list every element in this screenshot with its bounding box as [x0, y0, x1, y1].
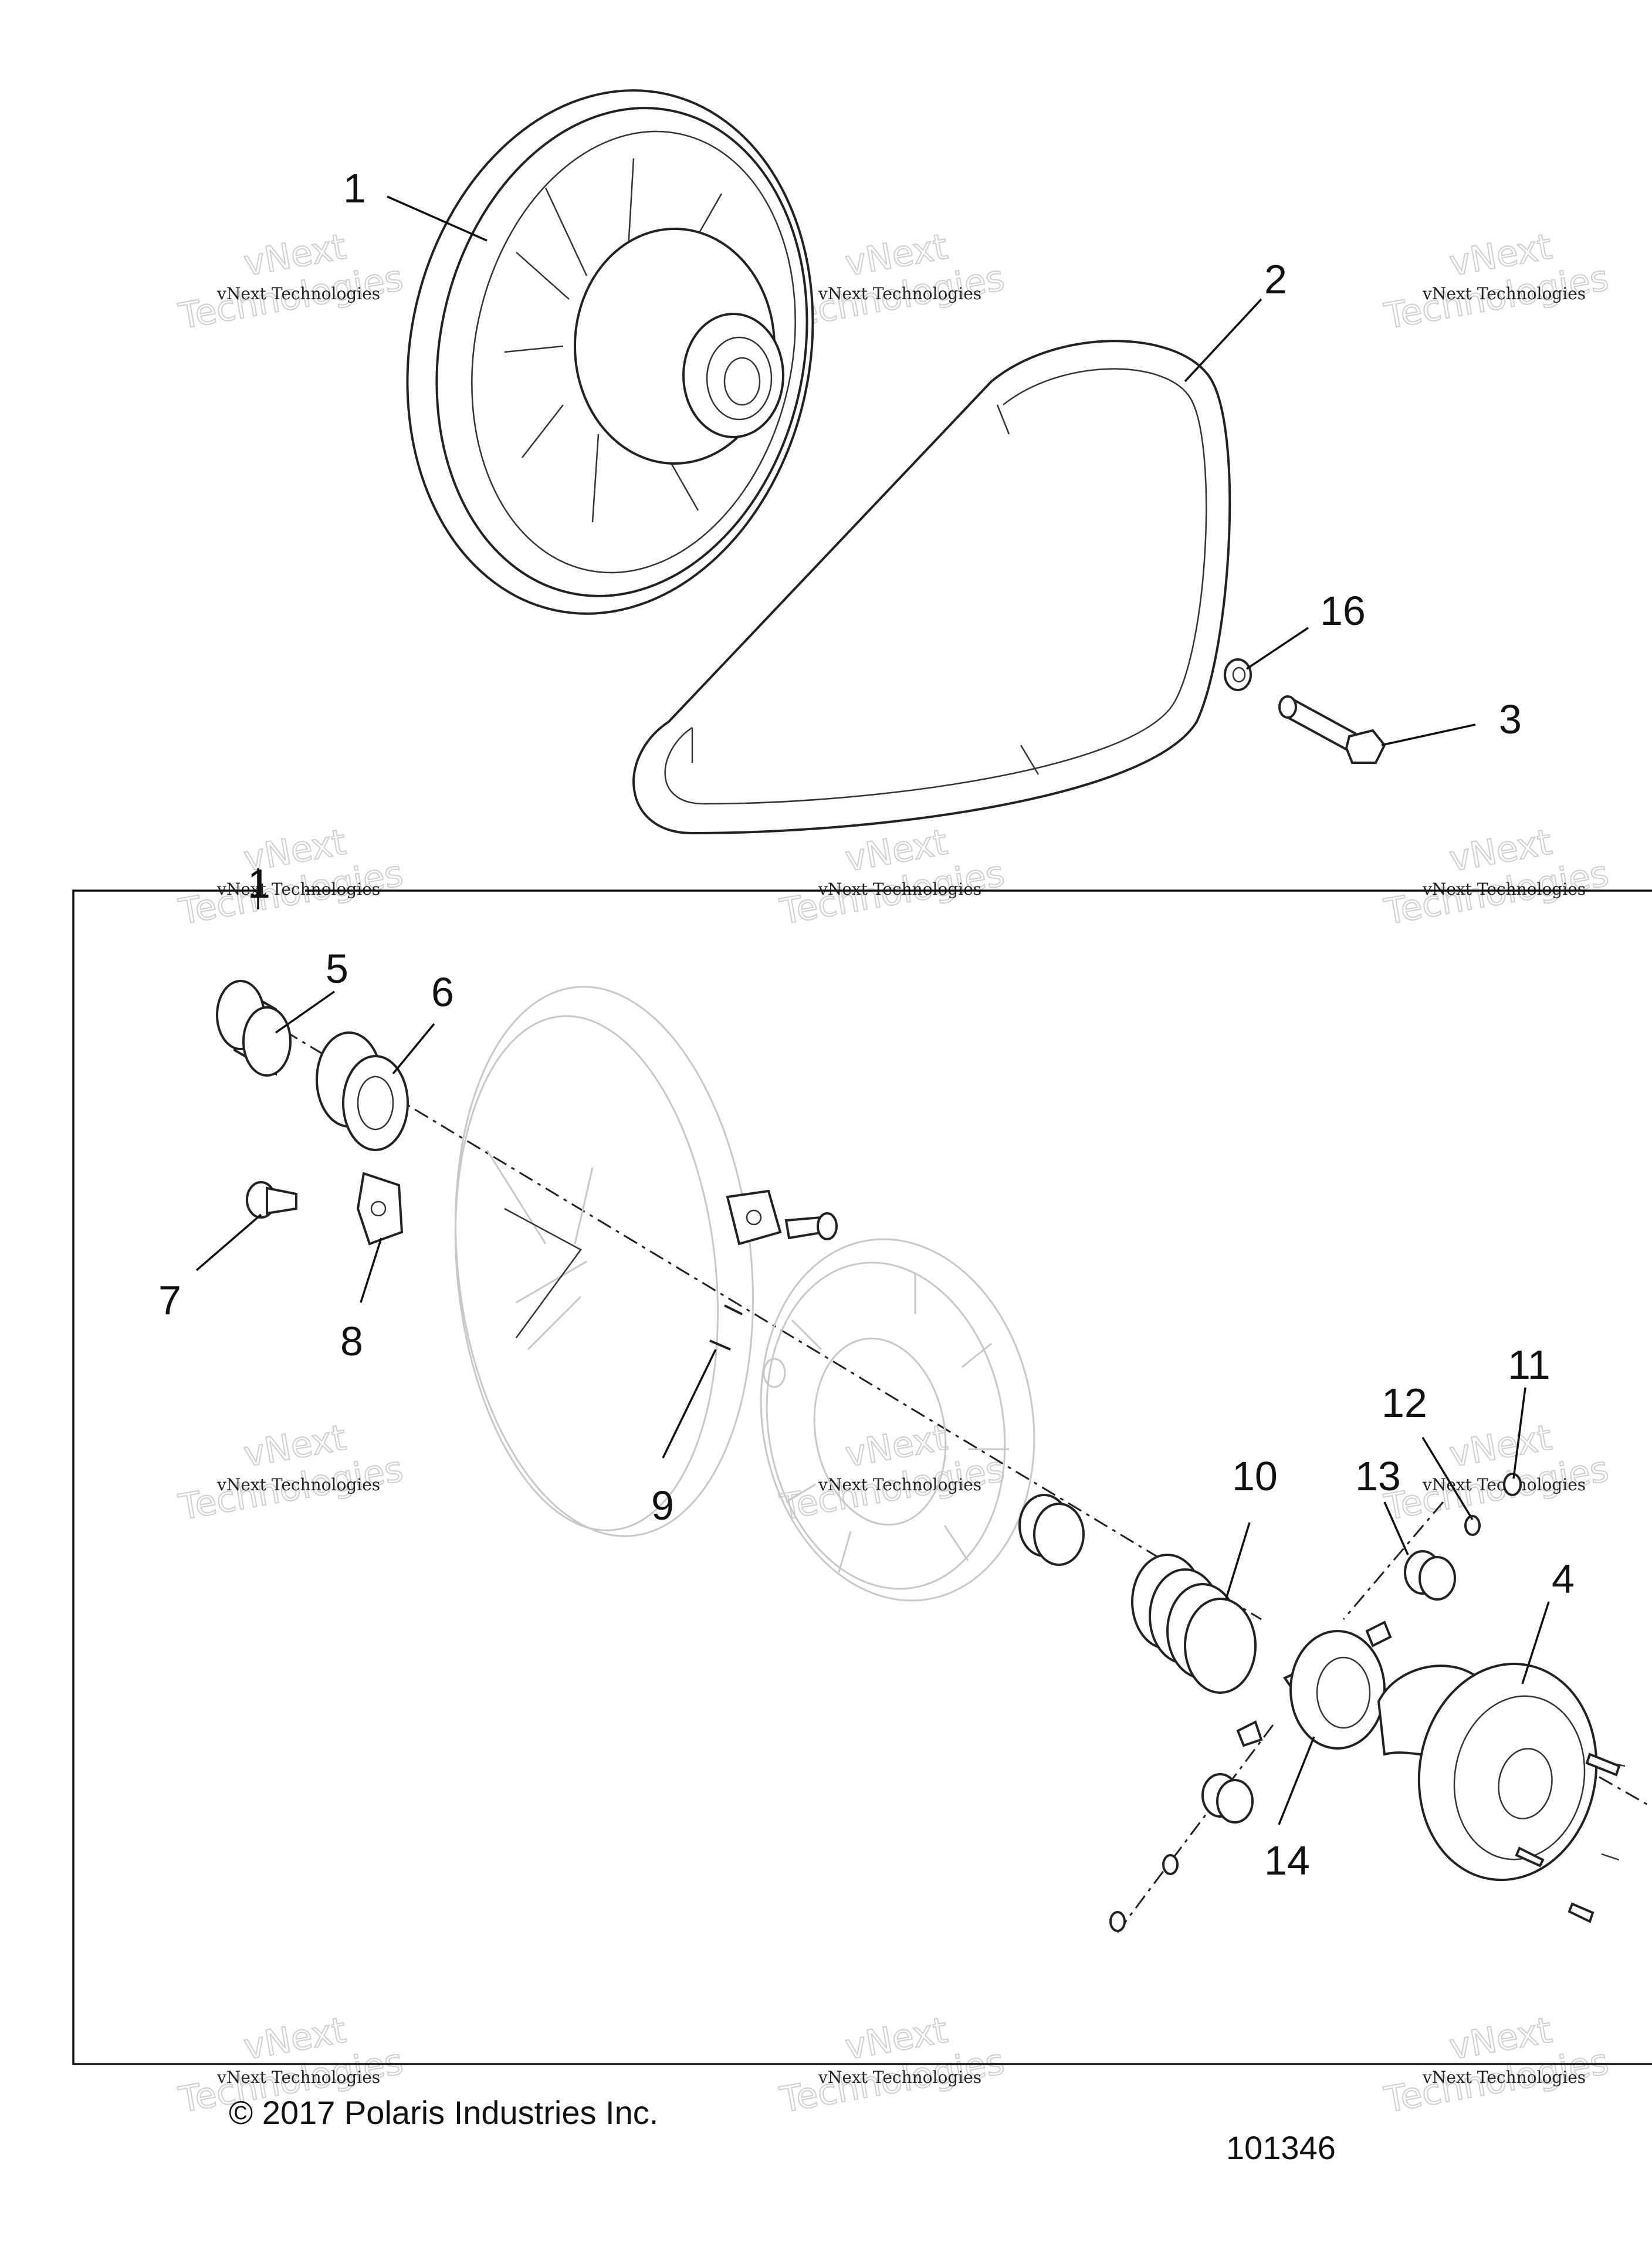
watermark-text: vNext Technologies	[1422, 284, 1586, 303]
subassembly-marker: 1	[248, 861, 270, 906]
watermark-text: vNext Technologies	[1422, 879, 1586, 899]
pin-7	[246, 1181, 297, 1219]
watermark: Technologies vNext vNext Technologies	[1380, 821, 1612, 933]
watermark-text: vNext Technologies	[818, 2068, 981, 2087]
cover-screws	[1515, 1753, 1621, 1923]
roller-block-8	[356, 1172, 404, 1246]
callout-1: 1	[343, 165, 366, 211]
hardware-axis-lower	[1113, 1724, 1274, 1937]
drawing-number: 101346	[1226, 2129, 1336, 2166]
spring-10	[1131, 1554, 1257, 1694]
callout-5: 5	[326, 946, 348, 992]
moveable-sheave	[454, 986, 754, 1537]
copyright-text: © 2017 Polaris Industries Inc.	[229, 2094, 658, 2131]
watermark-text: vNext Technologies	[818, 284, 981, 303]
callout-11: 11	[1508, 1342, 1551, 1388]
callout-8: 8	[340, 1318, 363, 1364]
callout-12: 12	[1382, 1380, 1427, 1426]
hardware-axis-13	[1342, 1501, 1444, 1620]
watermark: Technologies vNext vNext Technologies	[175, 821, 407, 933]
callout-4: 4	[1552, 1556, 1575, 1602]
watermark: Technologies vNext vNext Technologies	[776, 821, 1008, 933]
watermark: Technologies vNext vNext Technologies	[1380, 1416, 1612, 1529]
callout-14: 14	[1264, 1838, 1310, 1883]
washer-12	[1464, 1515, 1481, 1536]
callout-leaders	[195, 195, 1550, 1825]
callout-10: 10	[1232, 1453, 1278, 1499]
bearing-6	[316, 1031, 409, 1151]
watermark-text: vNext Technologies	[216, 284, 380, 303]
clutch-cover-4	[1377, 1662, 1626, 1882]
roller-block-upper	[726, 1189, 782, 1246]
callout-13: 13	[1355, 1453, 1401, 1499]
watermark-text: vNext Technologies	[216, 2068, 380, 2087]
watermark: Technologies vNext vNext Technologies	[1380, 225, 1612, 338]
callout-7: 7	[158, 1277, 181, 1323]
bolt-3	[1278, 695, 1386, 764]
bushing-5	[216, 980, 292, 1077]
callout-6: 6	[431, 969, 454, 1015]
spacer-ring	[1018, 1494, 1085, 1566]
watermark: Technologies vNext vNext Technologies	[175, 225, 407, 338]
dowel-pins-9	[709, 1304, 743, 1351]
watermark: Technologies vNext vNext Technologies	[776, 2009, 1008, 2122]
callout-16: 16	[1320, 588, 1366, 634]
drive-belt	[632, 340, 1231, 835]
watermark-text: vNext Technologies	[818, 879, 981, 899]
callout-numbers: 1 2 3 4 5 6 7 8 9 10 11 12 13 14 16	[158, 165, 1575, 1883]
roller-lower	[1201, 1773, 1254, 1824]
assembly-axis	[258, 1014, 1262, 1621]
watermark-text: vNext Technologies	[216, 1475, 380, 1494]
watermark-text: vNext Technologies	[216, 879, 380, 899]
watermark: Technologies vNext vNext Technologies	[175, 1416, 407, 1529]
clutch-assembly	[406, 89, 814, 615]
callout-2: 2	[1264, 256, 1287, 302]
callout-3: 3	[1499, 696, 1522, 742]
roller-pin-upper	[784, 1212, 838, 1240]
watermark-text: vNext Technologies	[818, 1475, 981, 1494]
watermark: Technologies vNext vNext Technologies	[1380, 2009, 1612, 2122]
spider-plate	[760, 1238, 1035, 1602]
watermark: Technologies vNext vNext Technologies	[776, 1416, 1008, 1529]
lower-fasteners	[1109, 1854, 1179, 1932]
watermark-text: vNext Technologies	[1422, 2068, 1586, 2087]
callout-9: 9	[651, 1483, 674, 1528]
retaining-ring-11	[1503, 1473, 1522, 1496]
roller-13	[1404, 1550, 1456, 1601]
washer-16	[1224, 658, 1252, 691]
roller-hub-14	[1236, 1621, 1393, 1750]
subassembly-frame: 1	[72, 861, 1652, 2065]
